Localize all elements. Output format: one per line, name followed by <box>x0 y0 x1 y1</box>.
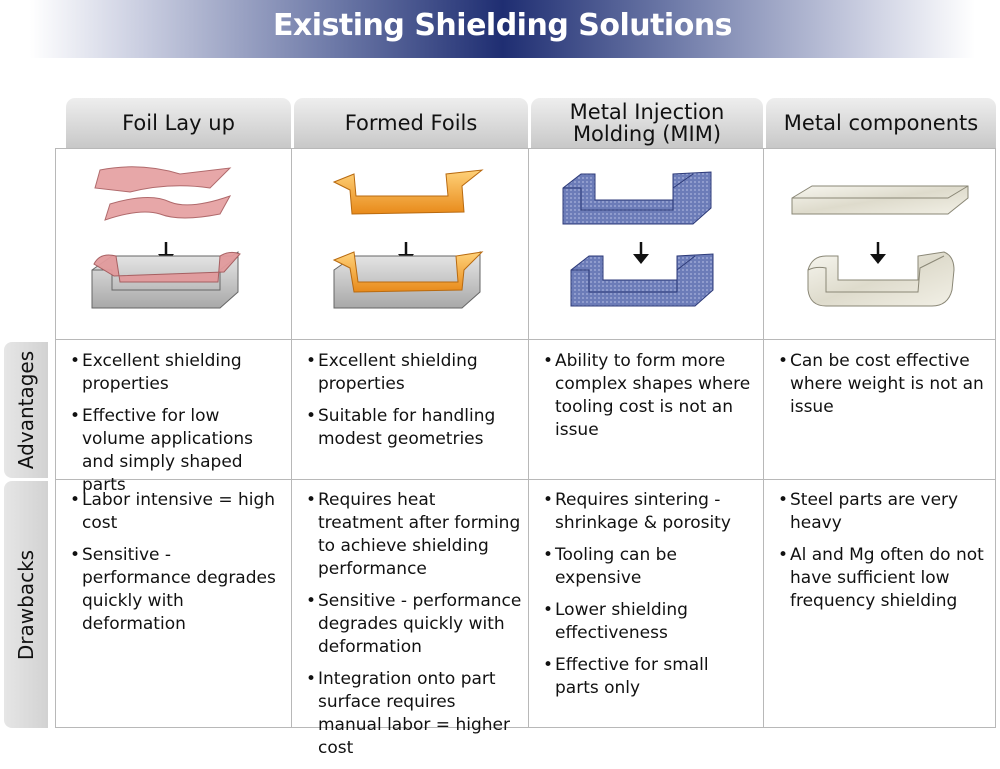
list-item: Labor intensive = high cost <box>70 489 285 535</box>
list-item: Excellent shielding properties <box>70 350 285 396</box>
metal-components-illustration <box>791 185 969 307</box>
column-header-metal-components: Metal components <box>766 98 996 148</box>
advantages-cell-formed-foils: Excellent shielding propertiesSuitable f… <box>292 342 528 460</box>
list-item: Tooling can be expensive <box>543 544 757 590</box>
row-header-advantages: Advantages <box>4 342 48 478</box>
drawbacks-cell-foil-lay-up: Labor intensive = high costSensitive - p… <box>56 481 291 645</box>
column-header-formed-foils: Formed Foils <box>294 98 528 148</box>
list-item: Can be cost effective where weight is no… <box>778 350 989 419</box>
metal-bar-icon <box>791 185 969 215</box>
list-item: Lower shielding effectiveness <box>543 599 757 645</box>
column-header-label-line1: Metal Injection <box>569 100 725 124</box>
down-arrow-icon <box>870 242 886 264</box>
down-arrow-icon <box>633 242 649 264</box>
list-item: Effective for low volume applications an… <box>70 405 285 497</box>
advantages-cell-metal-components: Can be cost effective where weight is no… <box>764 342 995 428</box>
column-header-label: Metal components <box>783 111 979 135</box>
column-header-foil-lay-up: Foil Lay up <box>66 98 291 148</box>
list-item: Effective for small parts only <box>543 654 757 700</box>
title-banner: Existing Shielding Solutions <box>30 0 975 58</box>
mim-illustration <box>562 171 714 307</box>
drawbacks-cell-mim: Requires sintering - shrinkage & porosit… <box>529 481 763 709</box>
advantages-cell-mim: Ability to form more complex shapes wher… <box>529 342 763 451</box>
row-header-label: Drawbacks <box>14 549 38 660</box>
page-title: Existing Shielding Solutions <box>272 8 733 43</box>
mim-part-icon <box>570 253 714 307</box>
list-item: Integration onto part surface requires m… <box>306 668 522 760</box>
drawbacks-cell-formed-foils: Requires heat treatment after forming to… <box>292 481 528 769</box>
list-item: Excellent shielding properties <box>306 350 522 396</box>
list-item: Requires sintering - shrinkage & porosit… <box>543 489 757 535</box>
list-item: Requires heat treatment after forming to… <box>306 489 522 581</box>
list-item: Sensitive - performance degrades quickly… <box>70 544 285 636</box>
list-item: Ability to form more complex shapes wher… <box>543 350 757 442</box>
column-header-label: Foil Lay up <box>122 111 235 135</box>
foil-layup-illustration <box>91 166 241 309</box>
tray-icon <box>91 251 241 309</box>
metal-tray-icon <box>807 251 955 307</box>
advantages-cell-foil-lay-up: Excellent shielding propertiesEffective … <box>56 342 291 506</box>
row-header-drawbacks: Drawbacks <box>4 481 48 728</box>
column-header-label: Formed Foils <box>344 111 478 135</box>
formed-foil-icon <box>332 169 484 215</box>
list-item: Al and Mg often do not have sufficient l… <box>778 544 989 613</box>
list-item: Sensitive - performance degrades quickly… <box>306 590 522 659</box>
list-item: Steel parts are very heavy <box>778 489 989 535</box>
foil-sheet-icon <box>94 166 232 221</box>
mim-part-icon <box>562 171 712 225</box>
formed-foils-illustration <box>332 169 484 309</box>
drawbacks-cell-metal-components: Steel parts are very heavy Al and Mg ofte… <box>764 481 995 622</box>
column-header-label-line2: Molding (MIM) <box>572 122 722 146</box>
tray-icon <box>332 251 484 309</box>
row-header-label: Advantages <box>14 350 38 470</box>
list-item: Suitable for handling modest geometries <box>306 405 522 451</box>
